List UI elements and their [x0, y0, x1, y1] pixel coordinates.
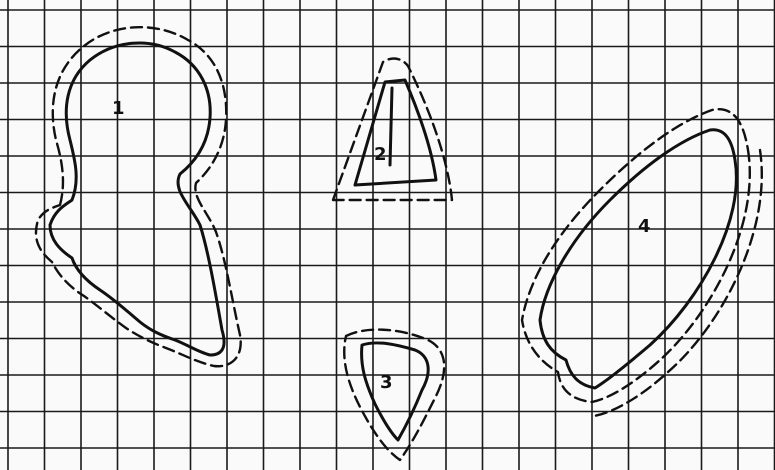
shape-1: 1: [36, 27, 241, 366]
shape-3: 3: [344, 330, 444, 460]
shape-3-outline: [362, 343, 429, 440]
shape-2: 2: [333, 59, 452, 200]
shape-2-number: 2: [374, 144, 387, 165]
shape-3-cut-line: [344, 330, 444, 460]
shape-1-cut-line: [36, 27, 241, 366]
shape-2-outline: [355, 80, 436, 185]
shape-3-number: 3: [380, 372, 393, 393]
shape-1-number: 1: [112, 98, 125, 119]
shape-2-fold-line: [390, 88, 392, 165]
shape-4-number: 4: [638, 216, 651, 237]
shape-4-outline: [540, 130, 736, 388]
